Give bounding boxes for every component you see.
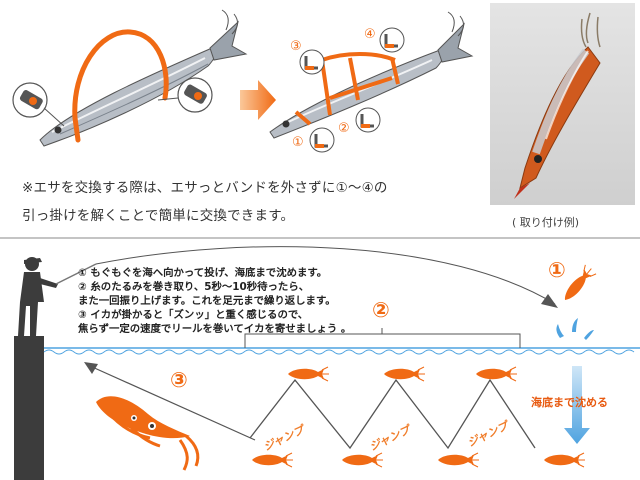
squid-icon: [96, 396, 200, 471]
hook-circle-2: [355, 107, 381, 133]
note-line-2: 引っ掛けを解くことで簡単に交換できます。: [22, 208, 295, 224]
egi-lure-top-2: [384, 366, 425, 382]
step-2a: ② 糸のたるみを巻き取り、5秒〜10秒待ったら、: [78, 281, 310, 293]
step-2b: また一回振り上げます。これを足元まで繰り返します。: [78, 295, 336, 307]
top-diagram: ③ ④ ① ②: [0, 9, 640, 239]
egi-lure-bottom-1: [252, 452, 293, 468]
sink-label: 海底まで沈める: [531, 396, 608, 409]
step-number-2: ②: [372, 298, 390, 322]
splash-icon: [556, 318, 594, 340]
egi-photo: [490, 3, 635, 205]
sink-arrow-icon: [564, 366, 590, 444]
egi-lure-top-3: [476, 366, 517, 382]
step-number-3: ③: [170, 368, 188, 392]
water-surface: [43, 347, 640, 355]
egi-lure-bottom-2: [342, 452, 383, 468]
pier: [14, 336, 44, 480]
egi-lure-surface: [564, 264, 597, 300]
step-1: ① もぐもぐを海へ向かって投げ、海底まで沈めます。: [78, 267, 328, 279]
note-line-1: ※エサを交換する際は、エサっとバンドを外さずに①〜④の: [22, 180, 388, 196]
cast-line: [95, 246, 556, 305]
step-3b: 焦らず一定の速度でリールを巻いてイカを寄せましょう 。: [78, 323, 352, 335]
egi-lure-bottom-3: [438, 452, 479, 468]
detail-circle-right: [157, 77, 213, 113]
label-c4: ④: [364, 27, 376, 42]
reel-arrow-icon: [84, 362, 98, 374]
cast-arrow-icon: [541, 294, 558, 308]
egi-lure-top-1: [288, 366, 329, 382]
egi-lure-bottom-4: [544, 452, 585, 468]
hook-circle-4: [379, 27, 405, 53]
hook-circle-3: [299, 49, 325, 75]
bait-fish-before: [39, 9, 248, 147]
bait-fish-after: [269, 11, 474, 139]
arrow-icon: [240, 80, 276, 120]
instructions: ① もぐもぐを海へ向かって投げ、海底まで沈めます。 ② 糸のたるみを巻き取り、5…: [78, 266, 351, 336]
step-3a: ③ イカが掛かると「ズンッ」と重く感じるので、: [78, 309, 309, 321]
fishing-rod: [55, 263, 97, 285]
photo-caption: ( 取り付け例): [512, 216, 580, 229]
label-c1: ①: [292, 135, 304, 150]
bottom-diagram: [14, 246, 640, 480]
label-c2: ②: [338, 121, 350, 136]
jig-path: [249, 378, 536, 450]
label-c3: ③: [290, 39, 302, 54]
reel-line: [89, 365, 256, 441]
step-number-1: ①: [548, 258, 566, 282]
angler: [18, 257, 58, 336]
step2-bracket: [244, 328, 521, 348]
hook-circle-1: [309, 127, 335, 153]
band-loop: [72, 29, 169, 143]
detail-circle-left: [12, 82, 65, 127]
